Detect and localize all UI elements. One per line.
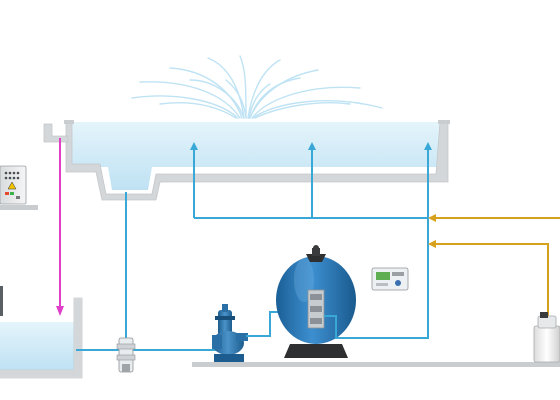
- chemical-dosing-pipes: [434, 217, 560, 316]
- tank-icon: [0, 286, 83, 379]
- pool-water: [72, 122, 440, 190]
- warning-icon: [7, 181, 17, 190]
- overflow-pipe: [56, 138, 64, 316]
- pool-top-edge-left: [64, 120, 74, 124]
- suction-pipe: [76, 192, 220, 352]
- pool-basin: [64, 120, 450, 201]
- pump-icon: [212, 304, 248, 362]
- pool-top-edge-right: [438, 120, 450, 124]
- inlet-arrows: [190, 142, 432, 150]
- strainer-icon: [116, 337, 136, 373]
- water-spray-icon: [131, 55, 383, 119]
- dosing-arrows: [428, 214, 436, 248]
- controller-panel-icon: [371, 267, 409, 291]
- return-pipes: [193, 148, 429, 339]
- filter-vessel-icon: [276, 245, 356, 358]
- chemical-tank-icon: [533, 312, 560, 363]
- overflow-channel: [43, 123, 69, 143]
- machine-room-floor: [192, 362, 560, 367]
- electrical-cabinet-icon: [0, 165, 38, 210]
